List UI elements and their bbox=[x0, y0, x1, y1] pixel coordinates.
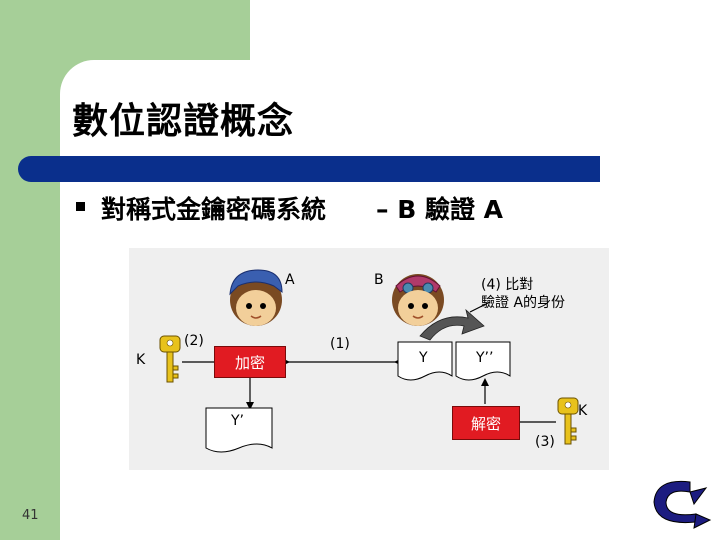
key-icon bbox=[159, 335, 181, 383]
doc-y-prime-label: Y’ bbox=[231, 413, 245, 429]
person-b-icon bbox=[392, 274, 444, 326]
curved-arrow-icon bbox=[419, 308, 485, 341]
compare-pointer-line bbox=[469, 301, 491, 313]
doc-y-prime-icon bbox=[205, 407, 273, 453]
label-b: B bbox=[374, 272, 384, 288]
doc-y-label: Y bbox=[419, 350, 428, 366]
encrypt-box: 加密 bbox=[214, 346, 286, 378]
bullet-suffix: – B 驗證 A bbox=[376, 195, 504, 224]
decrypt-box: 解密 bbox=[452, 406, 520, 440]
doc-y-icon bbox=[397, 341, 453, 381]
doc-y-double-prime-label: Y’’ bbox=[476, 350, 494, 366]
label-a: A bbox=[285, 272, 295, 288]
person-a-icon bbox=[229, 269, 283, 326]
return-nav-icon bbox=[653, 480, 712, 529]
arrow-up-head bbox=[481, 378, 489, 386]
title-divider-bar bbox=[18, 156, 600, 182]
bullet-text: 對稱式金鑰密碼系統 bbox=[101, 195, 327, 224]
step-compare-detail: 驗證 A的身份 bbox=[481, 295, 566, 311]
bullet-marker bbox=[76, 202, 85, 211]
doc-y-double-prime-icon bbox=[455, 341, 511, 381]
step-decrypt-label: (3) bbox=[535, 434, 555, 450]
page-number: 41 bbox=[22, 508, 39, 523]
slide-title: 數位認證概念 bbox=[72, 101, 295, 142]
key-right-label: K bbox=[578, 403, 588, 419]
green-side-strip bbox=[0, 0, 60, 540]
step-send-label: (1) bbox=[330, 336, 350, 352]
key-left-label: K bbox=[136, 352, 146, 368]
step-encrypt-label: (2) bbox=[184, 333, 204, 349]
key-icon bbox=[557, 397, 579, 445]
arrow-down-head bbox=[246, 402, 254, 410]
step-compare-label: (4) 比對 bbox=[481, 277, 534, 293]
